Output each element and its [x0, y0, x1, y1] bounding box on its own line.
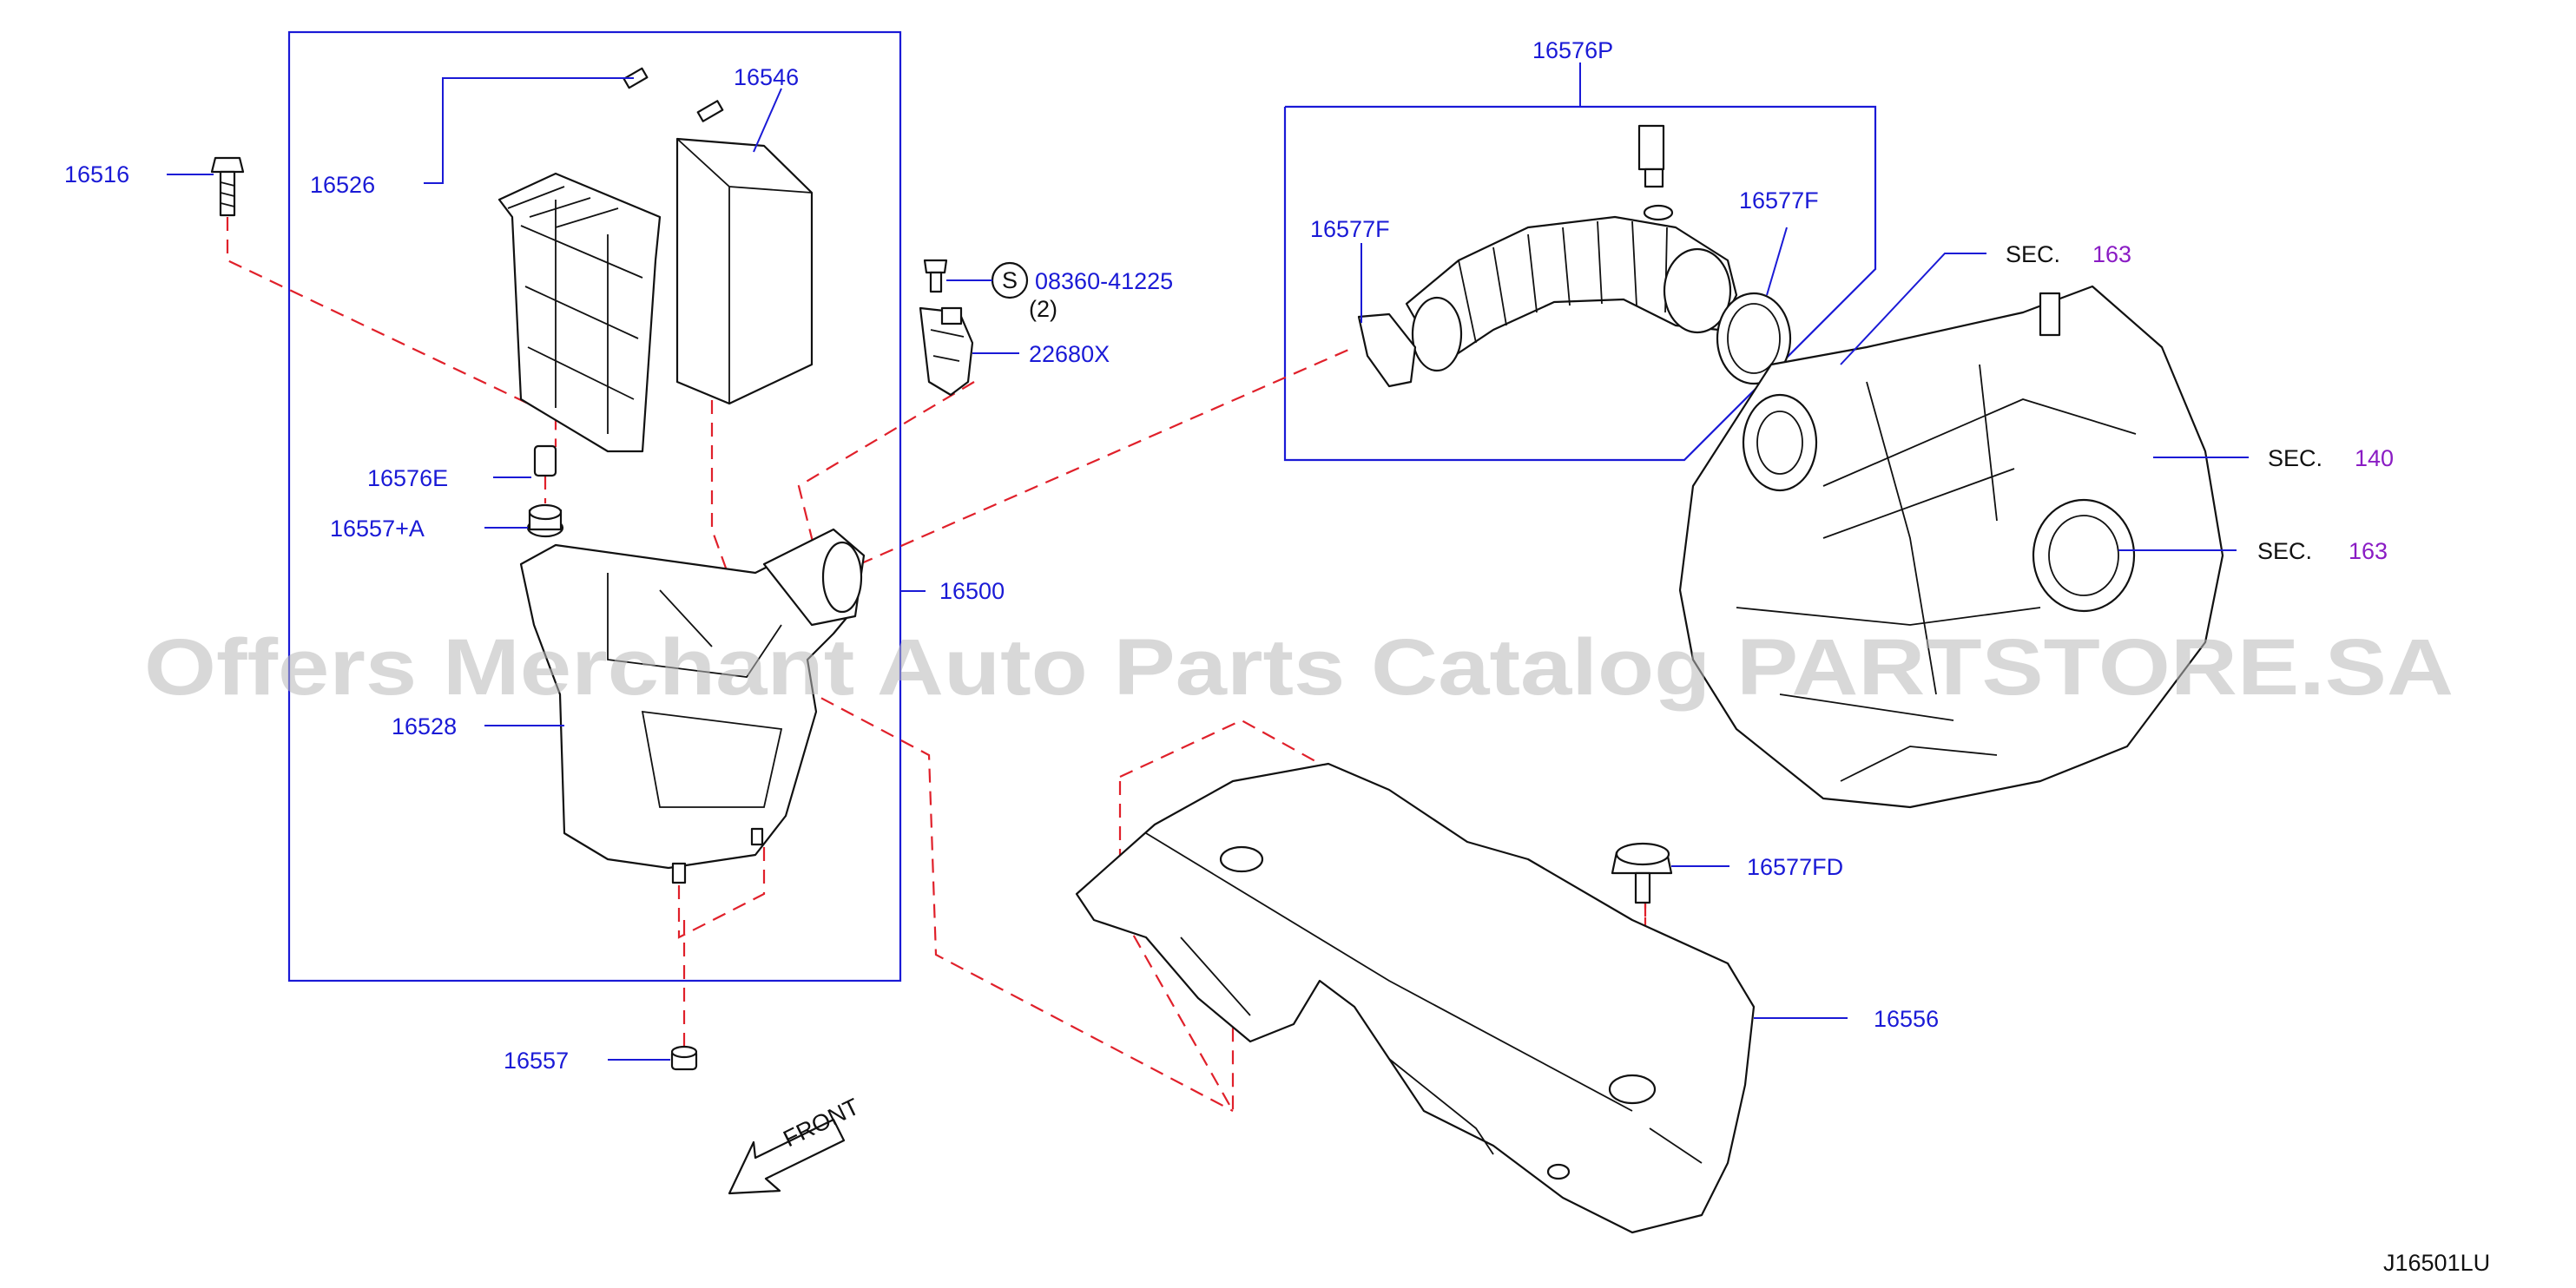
label-22680X[interactable]: 22680X: [1029, 341, 1110, 367]
collar-16576E: [533, 444, 557, 477]
s-mark-label: S: [1002, 267, 1018, 293]
leader-16577F-right: [1766, 227, 1788, 296]
screw-08360-41225: [923, 259, 948, 293]
intake-manifold: [1678, 285, 2224, 809]
leader-16546: [753, 88, 782, 153]
label-16546[interactable]: 16546: [734, 64, 799, 90]
label-sec163-lower[interactable]: 163: [2349, 538, 2388, 564]
air-cleaner-cover-16526: [497, 67, 724, 453]
air-cleaner-case-16528: [519, 528, 866, 884]
leader-sec163-top: [1840, 253, 1986, 365]
mass-air-flow-sensor-22680X: [919, 306, 974, 397]
label-16526[interactable]: 16526: [310, 172, 375, 198]
label-16576P[interactable]: 16576P: [1532, 37, 1613, 63]
air-duct-16576P: [1405, 124, 1738, 372]
guide-case-bottom: [677, 833, 766, 939]
clamp-16577F-left: [1357, 312, 1417, 388]
label-16528[interactable]: 16528: [392, 713, 457, 739]
label-sec140[interactable]: 140: [2355, 445, 2394, 471]
label-16500[interactable]: 16500: [939, 578, 1005, 604]
label-sec-middle: SEC.: [2268, 445, 2322, 471]
bolt-16516: [210, 156, 245, 217]
air-filter-element-16546: [675, 137, 814, 405]
guide-sensor-to-case: [797, 381, 975, 556]
quantity-label: (2): [1029, 296, 1057, 322]
guide-cover-left: [1118, 781, 1235, 1115]
label-sec163-top[interactable]: 163: [2092, 241, 2131, 267]
engine-cover-16556: [1075, 762, 1756, 1234]
front-arrow-icon: [728, 1118, 846, 1195]
label-08360-41225[interactable]: 08360-41225: [1035, 268, 1173, 294]
clip-16577FD: [1611, 842, 1673, 904]
label-16557A[interactable]: 16557+A: [330, 516, 425, 542]
grommet-16557A: [526, 503, 564, 538]
label-16577F-right[interactable]: 16577F: [1739, 187, 1819, 214]
grommet-16557: [670, 1045, 698, 1071]
watermark-text: Offers Merchant Auto Parts Catalog PARTS…: [144, 623, 2454, 712]
guide-16516-bolt: [226, 217, 557, 447]
label-sec-top: SEC.: [2006, 241, 2060, 267]
label-16577F-left[interactable]: 16577F: [1310, 216, 1390, 242]
leader-16526: [424, 77, 634, 184]
label-sec-lower: SEC.: [2257, 538, 2312, 564]
label-16557[interactable]: 16557: [504, 1048, 569, 1074]
diagram-code: J16501LU: [2383, 1250, 2490, 1276]
clamp-16577F-right: [1716, 292, 1792, 385]
air-cleaner-assembly-box: [287, 30, 902, 982]
label-16556[interactable]: 16556: [1874, 1006, 1939, 1032]
label-16577FD[interactable]: 16577FD: [1747, 854, 1843, 880]
label-16576E[interactable]: 16576E: [367, 465, 448, 491]
label-16516[interactable]: 16516: [64, 161, 129, 187]
